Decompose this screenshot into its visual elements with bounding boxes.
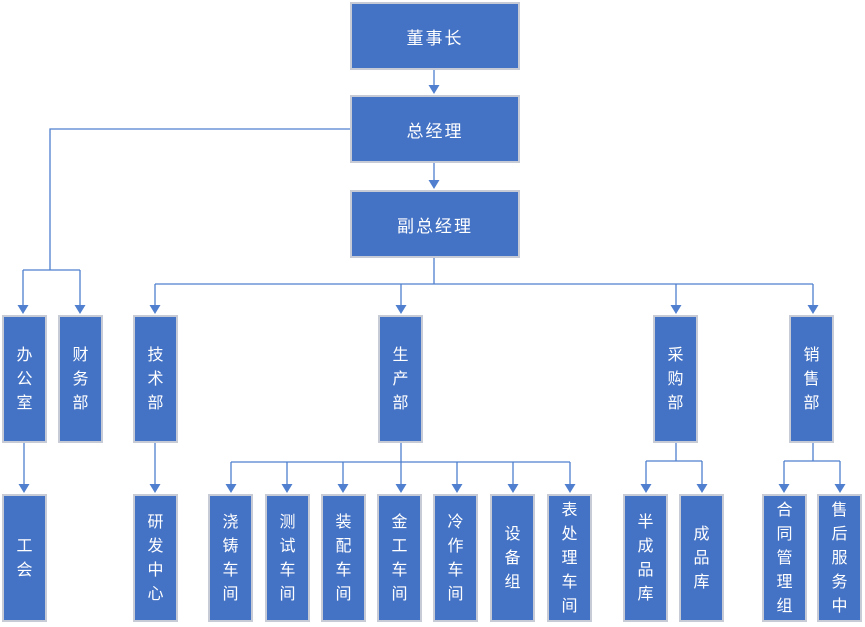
node-purchasing-label: 采购部 (667, 345, 684, 412)
node-surface-treatment-workshop[interactable]: 表处理车间 (547, 494, 592, 622)
node-deputy-general-manager-label: 副总经理 (397, 216, 473, 237)
node-labor-union-label: 工会 (16, 536, 33, 579)
node-surface-treatment-workshop-label: 表处理车间 (561, 500, 578, 615)
node-equipment-group-label: 设备组 (504, 524, 521, 591)
node-assembly-workshop[interactable]: 装配车间 (321, 494, 366, 622)
node-sales[interactable]: 销售部 (789, 315, 834, 443)
node-sales-label: 销售部 (803, 345, 820, 412)
node-general-manager[interactable]: 总经理 (350, 95, 520, 163)
node-assembly-workshop-label: 装配车间 (335, 512, 352, 603)
node-production[interactable]: 生产部 (378, 315, 423, 443)
node-testing-workshop-label: 测试车间 (279, 512, 296, 603)
node-metalwork-workshop[interactable]: 金工车间 (377, 494, 422, 622)
node-finance[interactable]: 财务部 (58, 315, 103, 443)
node-rd-center-label: 研发中心 (147, 512, 164, 603)
node-chairman-label: 董事长 (406, 28, 464, 49)
node-office[interactable]: 办公室 (2, 315, 47, 443)
node-semi-finished-warehouse[interactable]: 半成品库 (623, 494, 668, 622)
node-coldwork-workshop-label: 冷作车间 (447, 512, 464, 603)
node-after-sales-service-center-label: 售后服务中 (831, 500, 848, 615)
node-equipment-group[interactable]: 设备组 (490, 494, 535, 622)
node-technology[interactable]: 技术部 (133, 315, 178, 443)
node-casting-workshop[interactable]: 浇铸车间 (208, 494, 253, 622)
node-testing-workshop[interactable]: 测试车间 (265, 494, 310, 622)
node-technology-label: 技术部 (147, 345, 164, 412)
node-labor-union[interactable]: 工会 (2, 494, 47, 622)
node-coldwork-workshop[interactable]: 冷作车间 (433, 494, 478, 622)
node-metalwork-workshop-label: 金工车间 (391, 512, 408, 603)
node-deputy-general-manager[interactable]: 副总经理 (350, 190, 520, 258)
node-semi-finished-warehouse-label: 半成品库 (637, 512, 654, 603)
node-chairman[interactable]: 董事长 (350, 2, 520, 70)
node-office-label: 办公室 (16, 345, 33, 412)
node-finance-label: 财务部 (72, 345, 89, 412)
node-finished-warehouse[interactable]: 成品库 (679, 494, 724, 622)
node-contract-management-group-label: 合同管理组 (776, 500, 793, 615)
node-contract-management-group[interactable]: 合同管理组 (762, 494, 807, 622)
node-finished-warehouse-label: 成品库 (693, 524, 710, 591)
node-casting-workshop-label: 浇铸车间 (222, 512, 239, 603)
node-general-manager-label: 总经理 (406, 121, 464, 142)
node-rd-center[interactable]: 研发中心 (133, 494, 178, 622)
node-production-label: 生产部 (392, 345, 409, 412)
node-purchasing[interactable]: 采购部 (653, 315, 698, 443)
node-after-sales-service-center[interactable]: 售后服务中 (817, 494, 862, 622)
